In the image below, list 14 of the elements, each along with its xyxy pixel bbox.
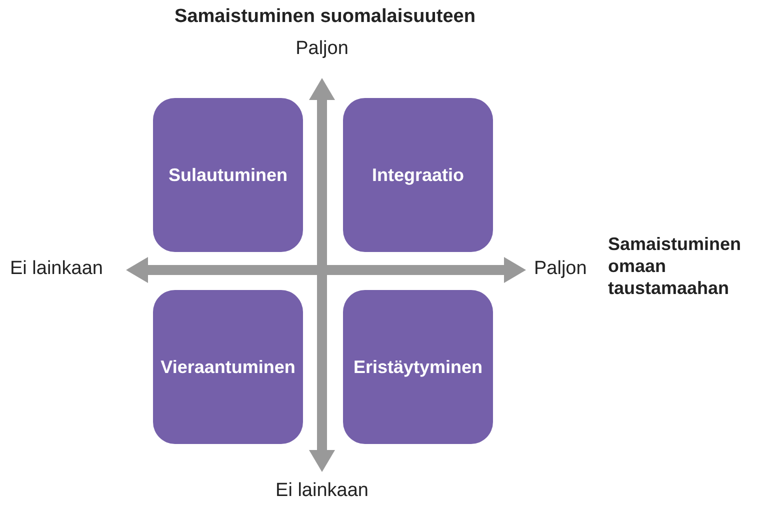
axis-title: Samaistuminen suomalaisuuteen <box>174 6 476 28</box>
quadrant-box <box>343 290 493 444</box>
quadrant-label: Vieraantuminen <box>160 356 296 378</box>
axis-end-label: Paljon <box>534 258 587 280</box>
quadrant-label: Eristäytyminen <box>353 356 483 378</box>
quadrant-box <box>153 98 303 252</box>
quadrant-box <box>343 98 493 252</box>
axis-end-label: Ei lainkaan <box>274 480 370 502</box>
quadrant-label: Integraatio <box>372 164 464 186</box>
quadrant-label: Sulautuminen <box>168 164 288 186</box>
axis-end-label: Paljon <box>294 38 350 60</box>
axis-end-label: Ei lainkaan <box>10 258 103 280</box>
axis-title: Samaistuminen omaan taustamaahan <box>608 233 742 299</box>
quadrant-box <box>153 290 303 444</box>
